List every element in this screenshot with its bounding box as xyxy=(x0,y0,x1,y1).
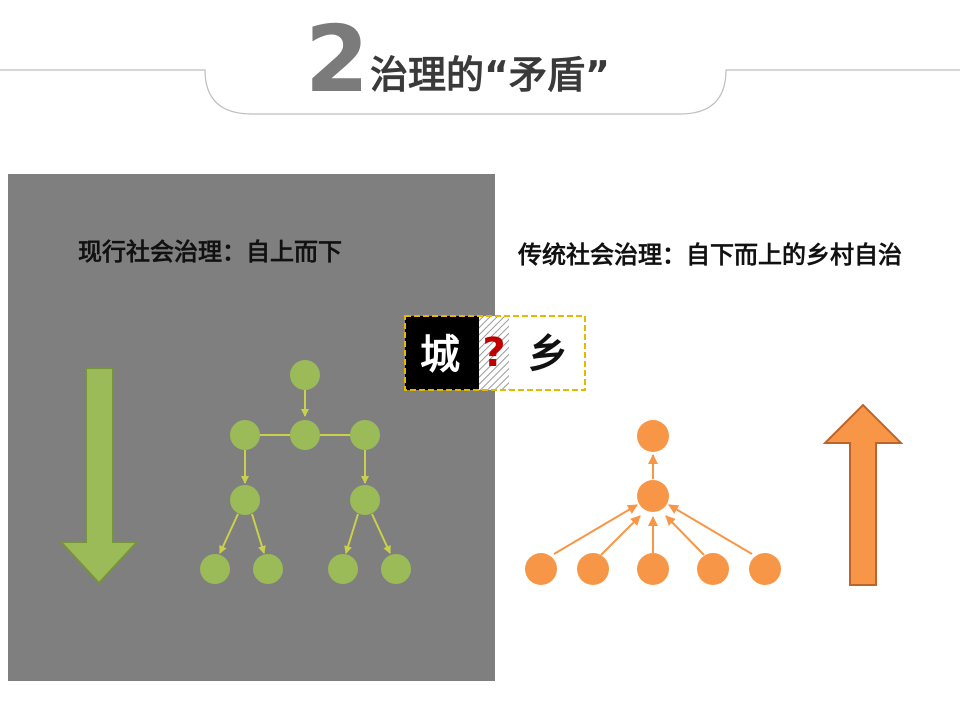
tree-node xyxy=(253,554,283,584)
slide-title: 治理的“矛盾” xyxy=(370,53,610,97)
up-arrow-icon xyxy=(822,403,904,586)
village-label: 乡 xyxy=(528,331,568,377)
header-tab-outline xyxy=(0,69,960,115)
hatch-block xyxy=(479,316,509,390)
tree-node xyxy=(200,554,230,584)
top-down-tree-connectors xyxy=(219,390,391,554)
city-block xyxy=(405,316,479,390)
tree-node xyxy=(328,554,358,584)
tree-node xyxy=(749,553,781,585)
tree-node xyxy=(350,420,380,450)
city-label: 城 xyxy=(420,332,460,378)
tree-node xyxy=(697,553,729,585)
tree-node xyxy=(230,485,260,515)
top-down-tree-nodes xyxy=(200,360,411,584)
question-mark: ? xyxy=(482,330,506,376)
city-village-badge xyxy=(404,315,586,391)
tree-node xyxy=(577,553,609,585)
tree-node xyxy=(230,420,260,450)
tree-node xyxy=(637,420,669,452)
bottom-up-tree-nodes xyxy=(525,420,781,585)
badge-frame xyxy=(404,315,586,391)
tree-node xyxy=(637,553,669,585)
bottom-up-heading: 传统社会治理：自下而上的乡村自治 xyxy=(518,241,902,269)
tree-node xyxy=(637,480,669,512)
tree-node xyxy=(525,553,557,585)
tree-node xyxy=(381,554,411,584)
bottom-up-tree-connectors xyxy=(553,454,753,556)
tree-node xyxy=(350,485,380,515)
down-arrow-icon xyxy=(58,367,140,585)
top-down-heading: 现行社会治理：自上而下 xyxy=(78,238,342,266)
tree-node xyxy=(290,420,320,450)
tree-node xyxy=(290,360,320,390)
section-number: 2 xyxy=(304,6,369,113)
